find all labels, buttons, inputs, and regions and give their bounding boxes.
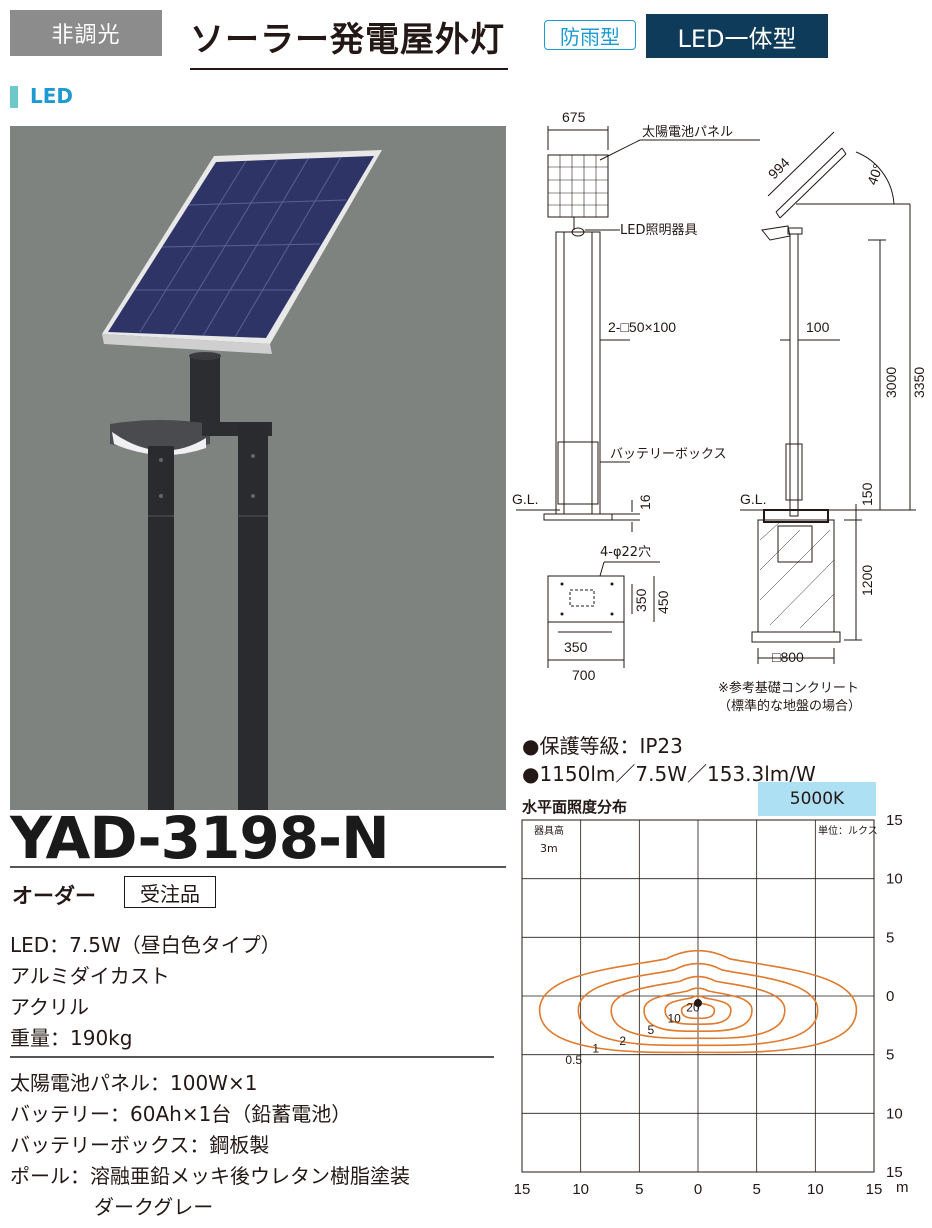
spec-list: LED：7.5W（昼白色タイプ） アルミダイカスト アクリル 重量：190kg <box>10 930 281 1054</box>
dim-100: 100 <box>806 319 830 335</box>
page-title: ソーラー発電屋外灯 <box>190 20 505 60</box>
title-underline <box>190 68 508 70</box>
x-tick-label: 5 <box>752 1181 760 1198</box>
product-photo <box>10 126 506 810</box>
protection-rating: ●保護等級：IP23 <box>522 734 683 758</box>
x-tick-label: 5 <box>635 1181 643 1198</box>
dim-675: 675 <box>562 109 586 125</box>
x-tick-label: 15 <box>514 1181 531 1198</box>
x-tick-label: 10 <box>807 1181 824 1198</box>
x-unit: m <box>896 1179 909 1196</box>
led-type-badge: LED一体型 <box>646 14 828 58</box>
y-tick-label: 5 <box>886 929 894 946</box>
section-marker <box>10 86 18 108</box>
y-tick-label: 5 <box>886 1047 894 1064</box>
dim-16: 16 <box>637 494 653 510</box>
x-tick-label: 0 <box>694 1181 702 1198</box>
height-label: 器具高 <box>534 824 564 837</box>
y-tick-label: 15 <box>886 1164 903 1181</box>
x-tick-label: 15 <box>866 1181 883 1198</box>
spec-item: 重量：190kg <box>10 1026 133 1050</box>
illuminance-contour <box>664 995 732 1025</box>
panel-label: 太陽電池パネル <box>642 125 733 140</box>
spec-item: LED：7.5W（昼白色タイプ） <box>10 933 281 957</box>
gl-label-side: G.L. <box>740 491 766 507</box>
y-tick-label: 15 <box>886 812 903 829</box>
gl-label-front: G.L. <box>512 491 538 507</box>
hole-label: 4-φ22穴 <box>600 545 651 560</box>
dim-1200: 1200 <box>859 565 875 596</box>
pole-label: 2-□50×100 <box>608 319 676 335</box>
dim-700: 700 <box>572 667 596 683</box>
dim-800: □800 <box>772 649 804 665</box>
color-temp-badge: 5000K <box>758 782 876 816</box>
rainproof-badge: 防雨型 <box>544 20 636 50</box>
illuminance-contour <box>538 950 858 1054</box>
dim-150: 150 <box>859 482 875 506</box>
dimming-tag: 非調光 <box>10 10 162 56</box>
contour-label: 2 <box>619 1034 626 1048</box>
contour-label: 20 <box>686 1000 700 1014</box>
spec-item: バッテリー：60Ah×1台（鉛蓄電池） <box>10 1102 352 1126</box>
illuminance-contour <box>610 975 786 1040</box>
y-tick-label: 10 <box>886 1105 903 1122</box>
contour-label: 5 <box>648 1023 655 1037</box>
foundation-note-2: （標準的な地盤の場合） <box>718 698 861 714</box>
illuminance-title: 水平面照度分布 <box>522 798 628 816</box>
foundation-note: ※参考基礎コンクリート <box>718 680 859 696</box>
y-tick-label: 10 <box>886 871 903 888</box>
dim-3350: 3350 <box>911 367 927 398</box>
contour-label: 10 <box>667 1012 681 1026</box>
spec-item: 太陽電池パネル：100W×1 <box>10 1071 258 1095</box>
dim-350-h: 350 <box>633 588 649 612</box>
spec-item: バッテリーボックス：鋼板製 <box>10 1133 270 1157</box>
order-label: オーダー <box>12 884 96 908</box>
spec-list-2: 太陽電池パネル：100W×1 バッテリー：60Ah×1台（鉛蓄電池） バッテリー… <box>10 1068 410 1223</box>
dim-350-w: 350 <box>564 639 588 655</box>
spec-divider <box>10 1056 494 1058</box>
illuminance-contour <box>577 962 819 1047</box>
model-number: YAD-3198-N <box>10 804 390 872</box>
spec-item: アルミダイカスト <box>10 964 170 988</box>
y-tick-label: 0 <box>886 988 894 1005</box>
contour-label: 1 <box>592 1042 599 1056</box>
battery-label: バッテリーボックス <box>610 447 727 462</box>
section-label: LED <box>30 84 74 108</box>
height-value: 3m <box>540 842 558 855</box>
x-tick-label: 10 <box>572 1181 589 1198</box>
spec-item: ポール：溶融亜鉛メッキ後ウレタン樹脂塗装 <box>10 1164 410 1188</box>
fixture-label: LED照明器具 <box>620 223 697 238</box>
spec-item-continued: ダークグレー <box>94 1195 214 1219</box>
unit-label: 単位：ルクス <box>818 824 878 837</box>
dim-40-deg: 40° <box>864 162 886 187</box>
dim-3000: 3000 <box>883 367 899 398</box>
dim-450: 450 <box>655 590 671 614</box>
model-divider <box>10 866 506 868</box>
order-type-box: 受注品 <box>124 876 216 908</box>
contour-label: 0.5 <box>565 1053 582 1067</box>
illuminance-contour <box>643 987 753 1033</box>
dimension-drawing: 675 太陽電池パネル LED照明器具 2-□50×100 バッテリーボックス … <box>512 109 927 714</box>
illuminance-contour <box>680 1001 716 1020</box>
fixture-position-marker <box>694 999 702 1008</box>
spec-item: アクリル <box>10 995 89 1019</box>
